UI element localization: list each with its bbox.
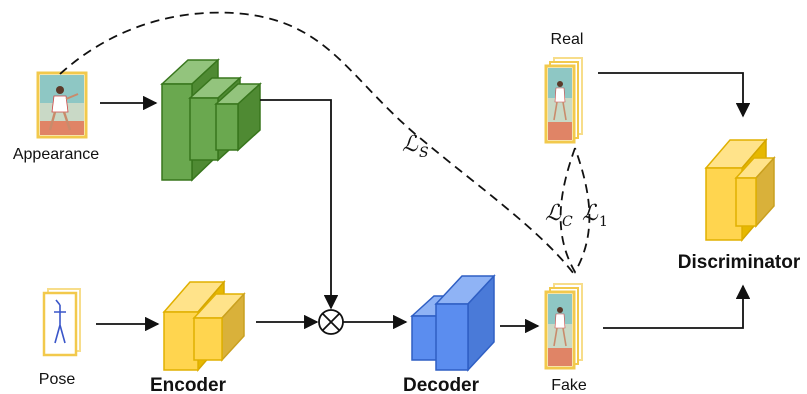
style-loss-path <box>59 11 575 275</box>
fake-image <box>544 283 583 370</box>
style-loss-label: ℒ S <box>402 132 429 161</box>
svg-text:C: C <box>562 214 573 230</box>
pose-encoder-block <box>162 279 246 373</box>
arrow-real-to-discriminator <box>598 72 751 118</box>
real-image <box>544 57 583 144</box>
encoder-label: Encoder <box>150 375 227 394</box>
svg-text:ℒ: ℒ <box>545 201 562 226</box>
discriminator-block <box>704 137 776 243</box>
appearance-image <box>36 71 88 139</box>
arrow-fake-to-discriminator <box>603 284 751 329</box>
l1-loss-label: ℒ 1 <box>582 201 608 230</box>
arrow-appearance-encoder-to-combine <box>260 99 339 310</box>
decoder-label: Decoder <box>403 375 480 394</box>
svg-text:ℒ: ℒ <box>582 201 599 226</box>
fake-label: Fake <box>551 377 587 394</box>
discriminator-label: Discriminator <box>678 252 801 273</box>
connections <box>96 72 751 334</box>
svg-text:S: S <box>419 145 429 161</box>
combine-node-icon <box>318 309 344 335</box>
content-l1-loss-loop <box>559 147 591 274</box>
appearance-encoder-block <box>160 58 262 182</box>
pose-image <box>42 288 81 357</box>
real-label: Real <box>551 31 584 48</box>
svg-text:1: 1 <box>599 214 608 230</box>
content-loss-label: ℒ C <box>545 201 573 230</box>
appearance-label: Appearance <box>13 146 99 163</box>
pose-label: Pose <box>39 371 76 388</box>
loss-connections <box>59 11 591 275</box>
svg-text:ℒ: ℒ <box>402 132 419 157</box>
decoder-block <box>410 274 496 372</box>
